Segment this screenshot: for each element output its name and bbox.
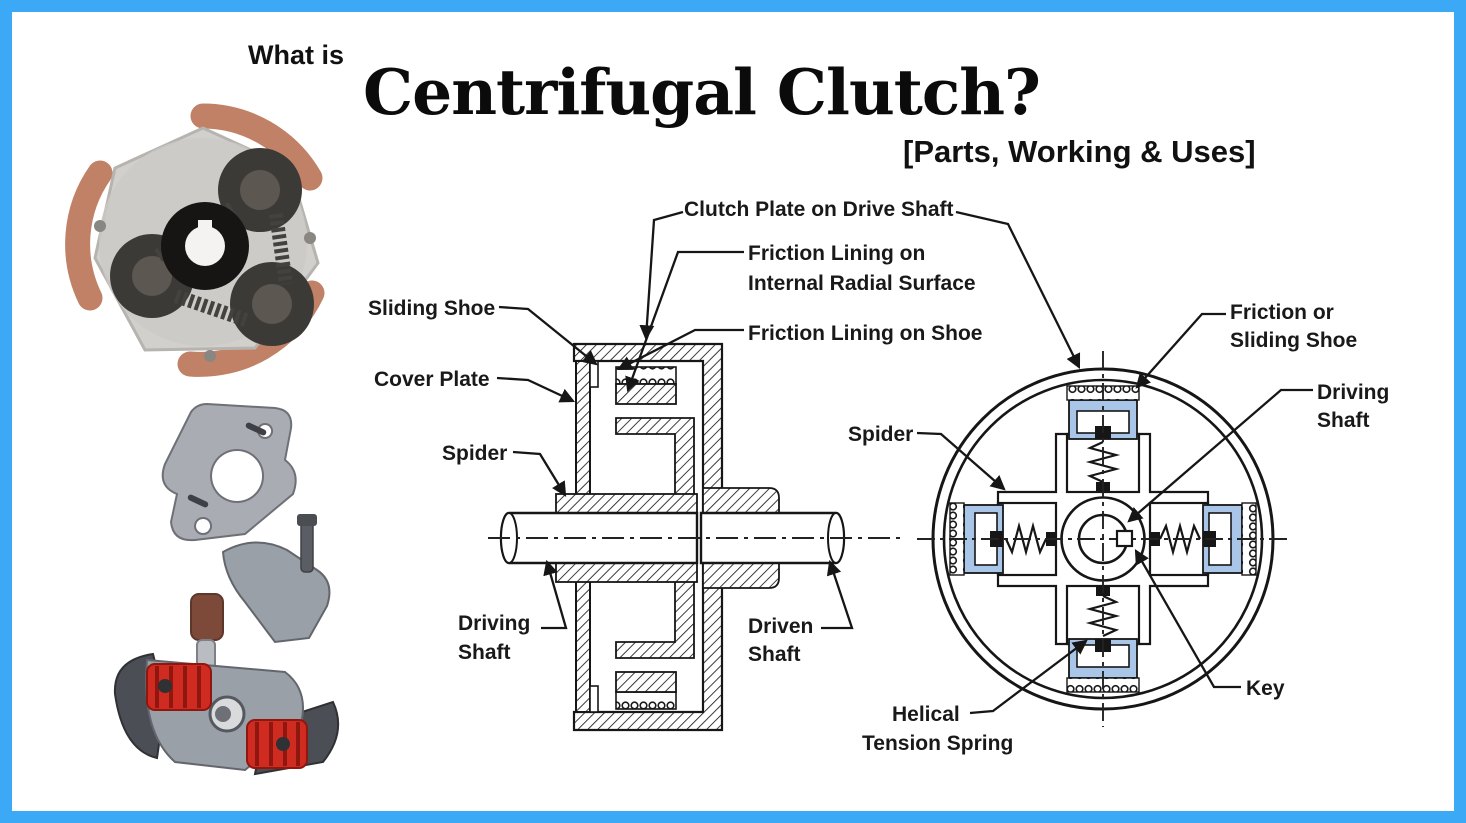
drum-hub-flange-top xyxy=(702,487,780,514)
cad-bolt xyxy=(300,519,314,573)
cad-bracket-plate xyxy=(161,402,297,542)
label-driving-shaft-2: Shaft xyxy=(458,641,511,664)
leader-clutch-plate-section xyxy=(639,210,684,341)
cad-render-photo xyxy=(113,402,340,776)
leader-friction-shoe xyxy=(617,328,744,371)
key-square xyxy=(1115,529,1134,548)
leader-sliding-shoe xyxy=(498,305,598,366)
spider-hub-collar-top xyxy=(555,493,698,514)
label-driven-shaft-2: Shaft xyxy=(748,643,801,666)
sliding-shoe-block-top xyxy=(615,383,677,405)
drum-hub-flange-bottom xyxy=(702,562,780,589)
clutch-photo-bore xyxy=(185,226,225,266)
sliding-shoe-block-bottom xyxy=(615,671,677,693)
spider-arm-bottom xyxy=(615,578,695,659)
cad-grip-tip xyxy=(190,593,224,641)
spider-arm-top xyxy=(615,417,695,498)
leader-key xyxy=(1134,549,1241,689)
label-key: Key xyxy=(1246,677,1285,700)
label-clutch-plate: Clutch Plate on Drive Shaft xyxy=(684,198,954,221)
spider-hub-collar-bottom xyxy=(555,562,698,583)
leader-friction-internal xyxy=(625,250,744,393)
friction-lining-on-shoe-top xyxy=(615,366,677,385)
leader-driven-shaft xyxy=(821,559,854,630)
label-helical-2: Tension Spring xyxy=(862,732,1013,755)
technical-diagram: Clutch Plate on Drive Shaft Friction Lin… xyxy=(368,198,1389,755)
label-driving-shaft-1: Driving xyxy=(458,612,530,635)
cover-plate-hook-top xyxy=(589,360,599,388)
label-driving-front-2: Shaft xyxy=(1317,409,1370,432)
friction-lining-on-shoe-bottom xyxy=(615,691,677,710)
leader-friction-or-shoe xyxy=(1135,312,1226,389)
label-cover-plate: Cover Plate xyxy=(374,368,490,391)
label-friction-shoe: Friction Lining on Shoe xyxy=(748,322,982,345)
label-driven-shaft-1: Driven xyxy=(748,615,813,638)
helical-spring xyxy=(1159,521,1201,557)
clutch-photo-pins xyxy=(94,220,316,362)
label-friction-internal-2: Internal Radial Surface xyxy=(748,272,976,295)
cad-bracket-slots xyxy=(187,422,267,508)
label-spider-front: Spider xyxy=(848,423,913,446)
label-friction-internal-1: Friction Lining on xyxy=(748,242,925,265)
cross-section-view xyxy=(488,342,906,732)
label-helical-1: Helical xyxy=(892,703,960,726)
leader-cover-plate xyxy=(496,376,576,403)
label-spider-section: Spider xyxy=(442,442,507,465)
page-subtitle: [Parts, Working & Uses] xyxy=(903,134,1256,169)
clutch-photo xyxy=(65,103,325,377)
page-title: Centrifugal Clutch? xyxy=(363,55,1041,129)
leader-driving-shaft xyxy=(541,559,568,630)
eyebrow-text: What is xyxy=(248,40,345,70)
leader-helical-spring xyxy=(969,639,1088,715)
leader-clutch-plate-ring xyxy=(955,210,1081,370)
label-friction-or-2: Sliding Shoe xyxy=(1230,329,1357,352)
leader-spider-front xyxy=(916,431,1006,491)
label-friction-or-1: Friction or xyxy=(1230,301,1334,324)
leader-driving-shaft-front xyxy=(1127,388,1313,523)
cover-plate-hook-bottom xyxy=(589,685,599,713)
cad-red-springs xyxy=(146,663,308,769)
front-view xyxy=(917,351,1289,727)
label-sliding-shoe: Sliding Shoe xyxy=(368,297,495,320)
leader-spider-section xyxy=(512,450,567,497)
drum-clutch-plate xyxy=(572,342,724,732)
clutch-photo-keyway xyxy=(198,220,212,232)
cad-pivot xyxy=(215,706,231,722)
label-driving-front-1: Driving xyxy=(1317,381,1389,404)
